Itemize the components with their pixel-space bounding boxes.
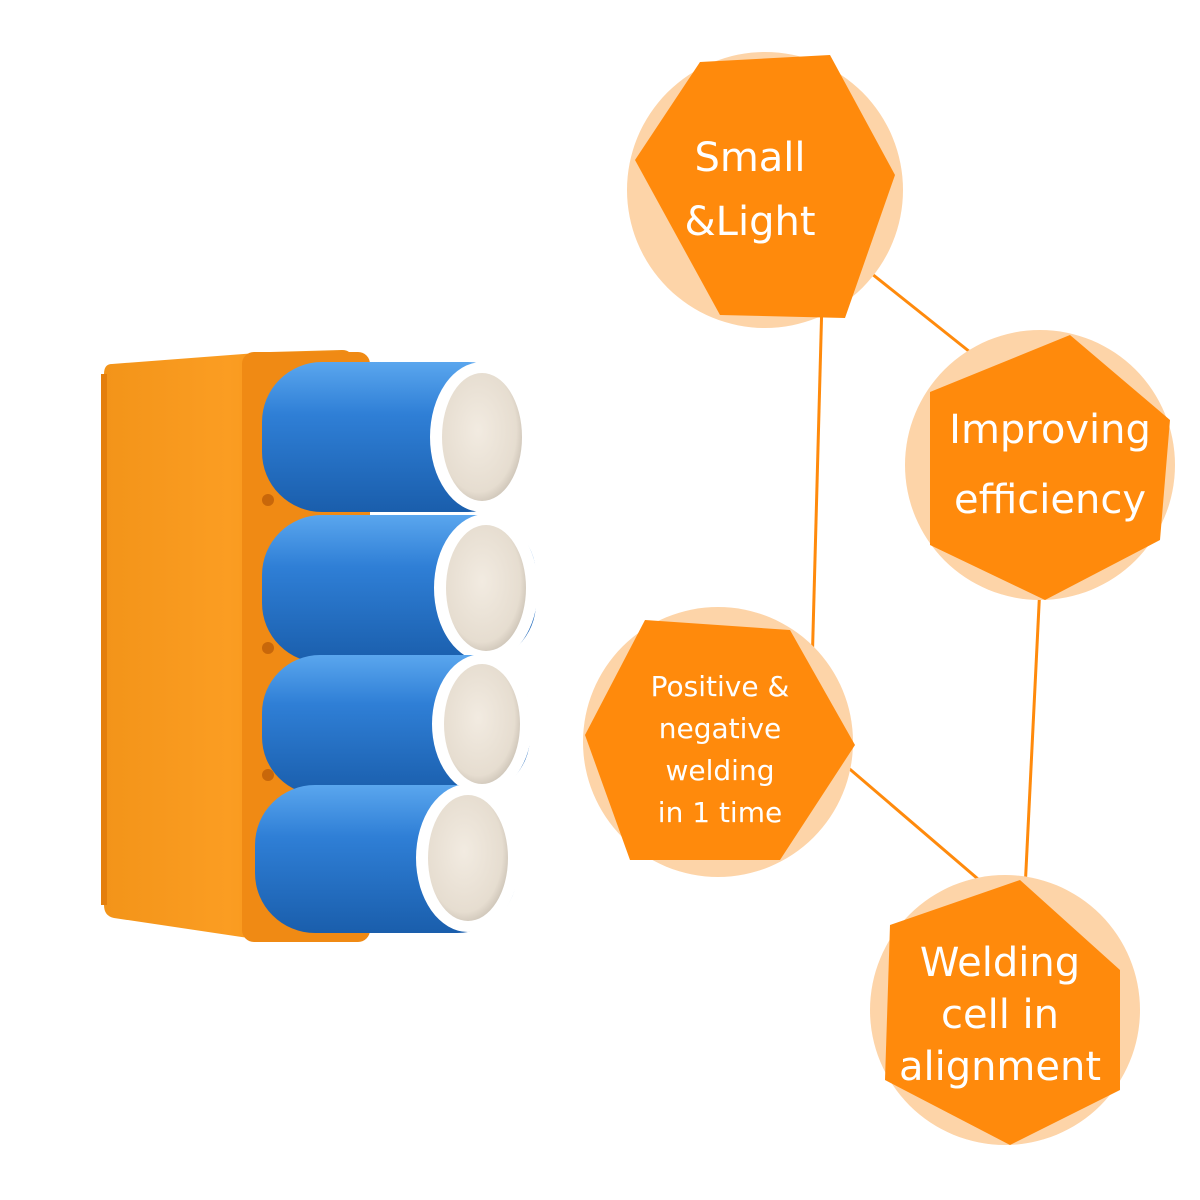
badge-positive-negative — [583, 607, 855, 877]
battery-cell — [262, 362, 534, 512]
battery-cell — [255, 784, 520, 933]
connector-line — [861, 264, 981, 362]
connector-line — [810, 299, 824, 671]
mount-hole — [262, 642, 274, 654]
battery-cells — [255, 362, 538, 933]
badge-improving-efficiency — [905, 330, 1175, 600]
connector-lines — [810, 264, 1042, 891]
feature-positive-negative-welding: Positive & negative welding in 1 time — [650, 670, 790, 829]
mount-hole — [262, 494, 274, 506]
feature-improving-efficiency: Improving efficiency — [949, 407, 1151, 523]
feature-welding-alignment: Welding cell in alignment — [898, 940, 1102, 1090]
feature-small-light: Small &Light — [684, 135, 816, 245]
connector-line — [844, 763, 986, 887]
badge-small-light — [627, 52, 903, 328]
battery-cell — [262, 654, 532, 795]
battery-cell — [262, 514, 538, 663]
connector-line — [1023, 584, 1042, 891]
mount-hole — [262, 769, 274, 781]
badge-welding-alignment — [870, 875, 1140, 1145]
